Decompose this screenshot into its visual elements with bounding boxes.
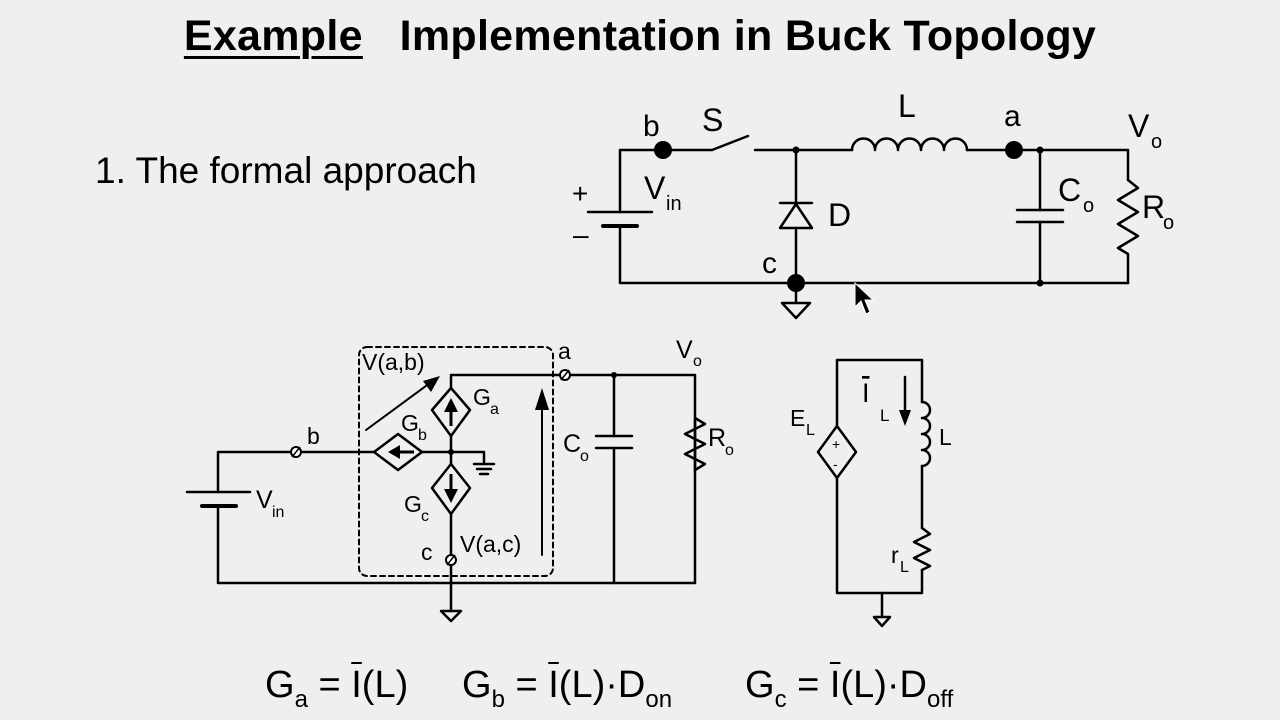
- ground-model: [439, 609, 463, 623]
- label-plus: +: [572, 178, 588, 209]
- formula-gb: Gb = I(L)·Don: [462, 664, 673, 713]
- label-rl-sub: L: [900, 559, 909, 576]
- label-switch-s: S: [702, 102, 723, 138]
- label-gc-sub: c: [421, 508, 429, 525]
- ground-top: [780, 301, 812, 320]
- label-el: E: [790, 405, 805, 431]
- resistor-ro: [1116, 178, 1140, 285]
- label-model-node-a: a: [558, 338, 571, 364]
- title-example: Example: [183, 12, 363, 60]
- node-a-dot: [1005, 141, 1023, 159]
- ground-inductor-model: [872, 615, 892, 628]
- label-diode-d: D: [828, 197, 851, 233]
- diode-d: [778, 202, 814, 230]
- label-el-minus: -: [833, 456, 838, 472]
- il-arrowhead: [899, 410, 911, 426]
- label-vab: V(a,b): [362, 349, 425, 375]
- label-el-plus: +: [832, 436, 840, 452]
- label-model-vin-sub: in: [272, 504, 284, 521]
- label-il-sub: L: [880, 406, 889, 425]
- label-model-res-sub: o: [725, 442, 734, 459]
- label-model-node-c: c: [421, 539, 433, 565]
- vab-arrow: [365, 379, 435, 431]
- resistor-rl: [912, 526, 932, 572]
- label-minus: –: [573, 219, 589, 250]
- inductor-model-circuit: [816, 358, 932, 628]
- label-vout: V: [1128, 108, 1150, 144]
- label-gb-sub: b: [418, 427, 427, 444]
- label-model-node-b: b: [307, 423, 320, 449]
- label-rl: r: [891, 542, 899, 568]
- label-node-c: c: [762, 247, 777, 280]
- title-rest: Implementation in Buck Topology: [399, 12, 1097, 60]
- label-cap: C: [1058, 172, 1081, 208]
- formula-gc: Gc = I(L)·Doff: [745, 664, 954, 713]
- label-res: R: [1142, 189, 1165, 225]
- label-model-vin: V: [256, 486, 273, 514]
- label-vin-sub: in: [666, 193, 682, 215]
- label-inductor-l: L: [898, 88, 916, 124]
- label-vac: V(a,c): [460, 531, 521, 557]
- label-res-sub: o: [1163, 212, 1174, 234]
- inductor-model-l: [920, 400, 932, 468]
- model-resistor-ro: [683, 416, 707, 472]
- node-b-dot: [654, 141, 672, 159]
- switch-s: [710, 134, 750, 152]
- label-vin: V: [644, 170, 666, 206]
- inductor-l: [850, 137, 969, 152]
- label-cap-sub: o: [1083, 195, 1094, 217]
- formula-ga: Ga = I(L): [265, 664, 409, 713]
- node-c-dot: [787, 274, 805, 292]
- label-node-b: b: [643, 110, 660, 143]
- vab-arrowhead: [423, 376, 440, 392]
- model-circuit: [185, 346, 707, 623]
- label-gb: G: [401, 410, 419, 436]
- slide-title: Example Implementation in Buck Topology: [0, 12, 1280, 61]
- switch-model-box: [358, 346, 554, 577]
- label-gc: G: [404, 491, 422, 517]
- approach-label: 1. The formal approach: [95, 150, 477, 191]
- label-il: I: [862, 378, 870, 408]
- label-ga: G: [473, 384, 491, 410]
- label-vout-sub: o: [1151, 131, 1162, 153]
- label-node-a: a: [1004, 100, 1021, 133]
- mouse-cursor-icon: [854, 281, 875, 315]
- label-model-cap: C: [563, 430, 581, 458]
- label-model-res: R: [708, 424, 726, 452]
- label-ga-sub: a: [490, 401, 499, 418]
- label-model-l: L: [939, 424, 952, 450]
- label-model-vout: V: [676, 336, 693, 364]
- label-el-sub: L: [806, 422, 815, 439]
- label-model-cap-sub: o: [580, 448, 589, 465]
- vac-arrowhead: [535, 388, 549, 410]
- label-model-vout-sub: o: [693, 353, 702, 370]
